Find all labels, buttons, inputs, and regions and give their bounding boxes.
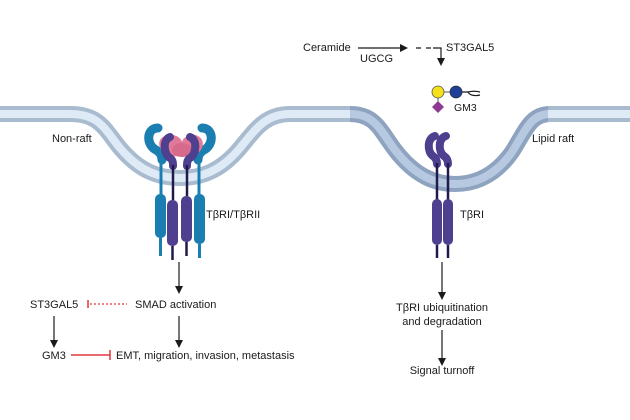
emt-label: EMT, migration, invasion, metastasis xyxy=(116,350,295,362)
glucose-circle-icon xyxy=(431,85,445,99)
gm3-top-label: GM3 xyxy=(454,102,477,114)
tbrii-receptor-left xyxy=(144,123,167,256)
st3gal5-top-label: ST3GAL5 xyxy=(446,42,494,54)
receptor-complex-label: TβRI/TβRII xyxy=(206,209,260,221)
tbri-receptor-left xyxy=(160,133,178,260)
gm3-synthesis-pathway: Ceramide UGCG ST3GAL5 GM3 xyxy=(303,42,494,114)
plasma-membrane xyxy=(0,106,630,193)
ceramide-label: Ceramide xyxy=(303,42,351,54)
gm3-glycan: GM3 xyxy=(431,85,481,114)
sialic-acid-diamond-icon xyxy=(432,101,444,113)
left-signaling-cascade: SMAD activation ST3GAL5 GM3 EMT, migrati… xyxy=(30,262,295,362)
gm3-left-label: GM3 xyxy=(42,350,66,362)
st3gal5-arrow xyxy=(433,47,445,66)
tgfbr-complex xyxy=(144,123,216,260)
signal-turnoff-label: Signal turnoff xyxy=(410,365,476,377)
ceramide-tail-icon xyxy=(462,90,481,97)
tbri-raft-receptor-right xyxy=(435,132,453,258)
tbri-receptor-right xyxy=(181,133,200,256)
tbri-raft-receptor xyxy=(424,132,453,258)
tbri-raft-receptor-left xyxy=(424,132,442,258)
st3gal5-left-label: ST3GAL5 xyxy=(30,299,78,311)
tbrii-receptor-right xyxy=(193,123,216,258)
ubiquitination-label-line1: TβRI ubiquitination xyxy=(396,302,488,314)
receptor-single-label: TβRI xyxy=(460,209,484,221)
galactose-circle-icon xyxy=(449,85,463,99)
right-signaling-cascade: TβRI ubiquitination and degradation Sign… xyxy=(396,262,488,377)
ubiquitination-label-line2: and degradation xyxy=(402,316,482,328)
smad-activation-label: SMAD activation xyxy=(135,299,216,311)
ugcg-label: UGCG xyxy=(360,53,393,65)
non-raft-label: Non-raft xyxy=(52,133,92,145)
lipid-raft-label: Lipid raft xyxy=(532,133,574,145)
